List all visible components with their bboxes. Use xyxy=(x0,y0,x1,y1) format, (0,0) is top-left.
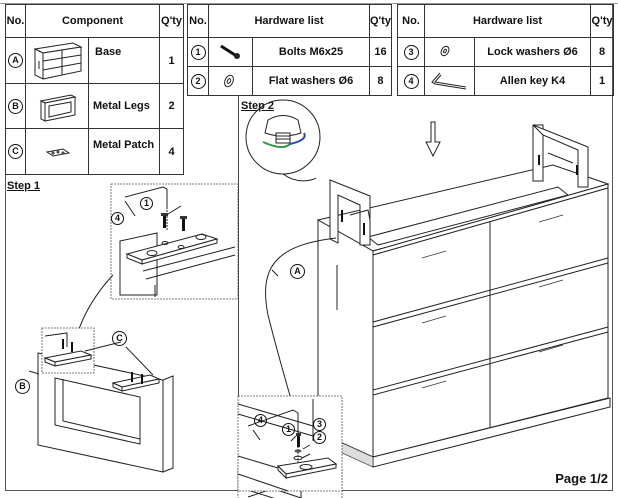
metal-patch-plate-icon xyxy=(25,128,89,175)
table-row: 2 Flat washers Ø6 8 xyxy=(187,66,392,96)
step2-title: Step 2 xyxy=(241,100,275,112)
turn-arrow-blue xyxy=(289,132,306,145)
table-row: C Metal Patch 4 xyxy=(5,128,184,175)
step1-illustration xyxy=(28,183,239,473)
turn-arrow-green xyxy=(262,141,291,148)
allen-key-icon xyxy=(424,66,475,96)
metal-leg-frame-icon xyxy=(25,83,89,129)
top-rule xyxy=(0,3,618,4)
step1-title: Step 1 xyxy=(7,180,41,192)
header-no: No. xyxy=(397,4,425,38)
callout-badge: 4 xyxy=(403,73,419,89)
hardware-qty: 16 xyxy=(369,37,392,67)
component-qty: 2 xyxy=(159,83,184,129)
lock-washer-icon xyxy=(424,37,475,67)
callout-base: A xyxy=(290,264,305,279)
dresser-base-icon xyxy=(25,37,89,84)
bolt-icon xyxy=(208,37,253,67)
hardware-table-header: No. Hardware list Q'ty xyxy=(397,4,614,38)
header-no: No. xyxy=(5,4,26,38)
hardware-name: Lock washers Ø6 xyxy=(474,37,591,67)
callout-badge: A xyxy=(8,53,23,68)
step-divider xyxy=(238,95,239,491)
hardware-table-header: No. Hardware list Q'ty xyxy=(187,4,392,38)
component-name: Metal Patch xyxy=(88,128,160,175)
table-row: 1 Bolts M6x25 16 xyxy=(187,37,392,67)
callout-badge: B xyxy=(8,98,23,114)
callout-badge: 2 xyxy=(190,73,206,89)
component-table-header: No. Component Q'ty xyxy=(5,4,184,38)
component-table: No. Component Q'ty A Base 1 B xyxy=(5,4,184,175)
header-qty: Q'ty xyxy=(369,4,392,38)
table-row: A Base 1 xyxy=(5,37,184,84)
header-qty: Q'ty xyxy=(159,4,184,38)
header-no: No. xyxy=(187,4,209,38)
table-row: B Metal Legs 2 xyxy=(5,83,184,129)
callout-bolt: 1 xyxy=(282,423,295,436)
hardware-qty: 8 xyxy=(590,37,614,67)
hardware-table-1: No. Hardware list Q'ty 1 Bolts M6x25 16 … xyxy=(187,4,392,96)
hardware-qty: 8 xyxy=(369,66,392,96)
page-number: Page 1/2 xyxy=(555,471,608,486)
header-qty: Q'ty xyxy=(590,4,614,38)
callout-bolt: 1 xyxy=(140,197,153,210)
table-row: 3 Lock washers Ø6 8 xyxy=(397,37,614,67)
hardware-name: Bolts M6x25 xyxy=(252,37,370,67)
hardware-name: Flat washers Ø6 xyxy=(252,66,370,96)
header-hardware: Hardware list xyxy=(424,4,591,38)
callout-badge: 3 xyxy=(403,44,419,60)
header-component: Component xyxy=(25,4,160,38)
flat-washer-icon xyxy=(208,66,253,96)
hardware-name: Allen key K4 xyxy=(474,66,591,96)
callout-flat-washer: 2 xyxy=(313,431,326,444)
callout-badge: C xyxy=(8,144,23,159)
callout-metal-patch: C xyxy=(112,331,127,346)
hardware-table-2: No. Hardware list Q'ty 3 Lock washers Ø6… xyxy=(397,4,614,96)
component-qty: 1 xyxy=(159,37,184,84)
component-name: Base xyxy=(88,37,160,84)
step2-detail-inset xyxy=(237,395,343,492)
hardware-qty: 1 xyxy=(590,66,614,96)
component-name: Metal Legs xyxy=(88,83,160,129)
header-hardware: Hardware list xyxy=(208,4,370,38)
table-row: 4 Allen key K4 1 xyxy=(397,66,614,96)
callout-badge: 1 xyxy=(190,44,206,60)
callout-allen-key: 4 xyxy=(254,414,267,427)
callout-lock-washer: 3 xyxy=(313,418,326,431)
component-qty: 4 xyxy=(159,128,184,175)
callout-allen-key: 4 xyxy=(111,212,124,225)
callout-metal-leg: B xyxy=(15,379,30,394)
